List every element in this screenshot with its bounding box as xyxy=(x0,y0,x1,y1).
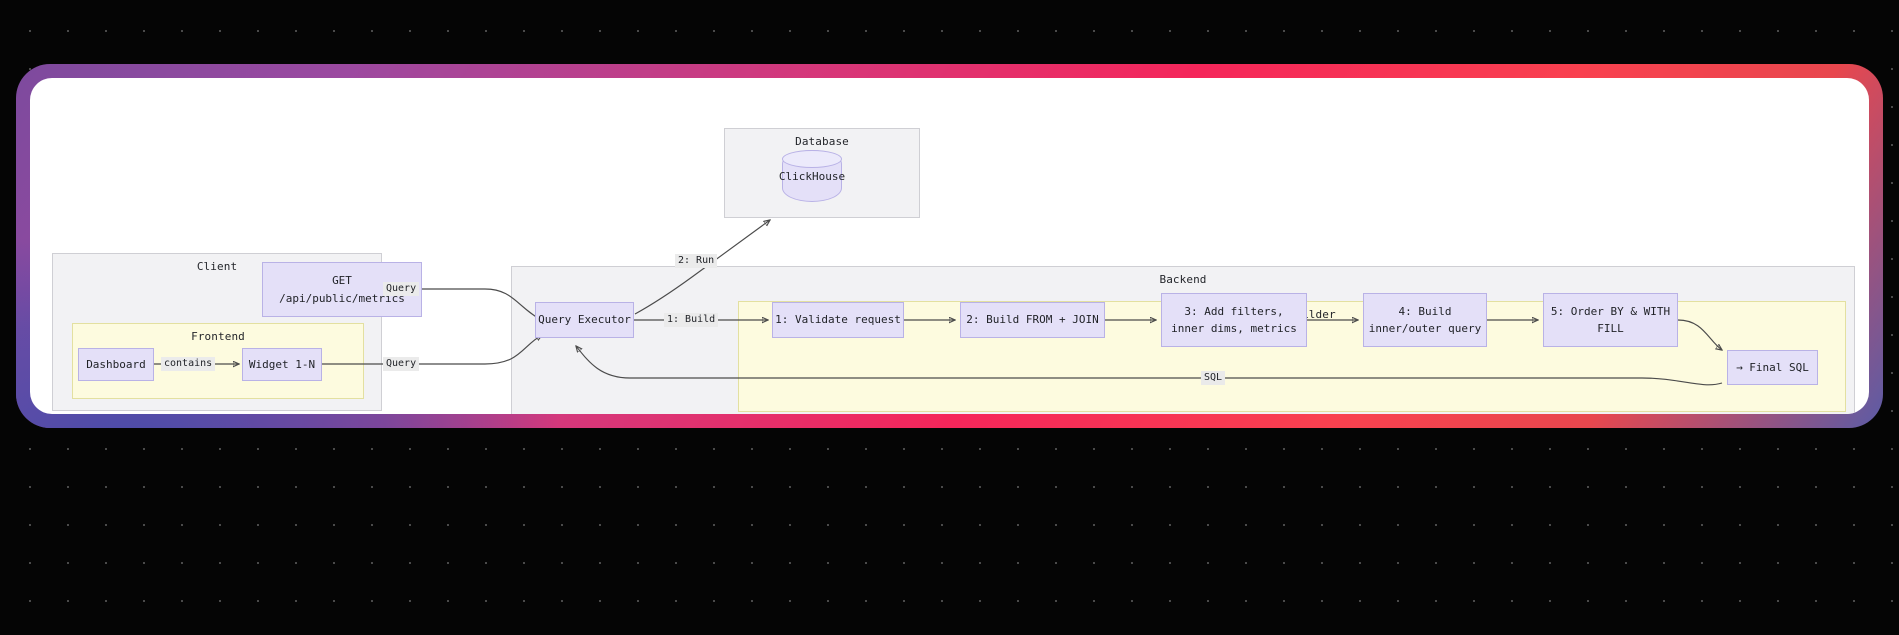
group-frontend-title: Frontend xyxy=(191,330,245,343)
node-dashboard[interactable]: Dashboard xyxy=(78,348,154,381)
group-database-title: Database xyxy=(795,135,849,148)
group-backend-title: Backend xyxy=(1159,273,1207,286)
edge-label-contains: contains xyxy=(161,357,216,371)
node-final-sql[interactable]: → Final SQL xyxy=(1727,350,1818,385)
node-step-5-line2: FILL xyxy=(1597,322,1624,335)
gradient-frame: Client Frontend Database Backend Query B… xyxy=(16,64,1883,428)
edge-label-run-text: 2: Run xyxy=(678,255,715,266)
node-clickhouse[interactable]: ClickHouse xyxy=(778,150,846,202)
node-clickhouse-label: ClickHouse xyxy=(778,169,846,183)
node-step-2-line1: 2: Build FROM + JOIN xyxy=(966,313,1099,327)
node-final-sql-label: → Final SQL xyxy=(1736,360,1809,374)
edge-label-run: 2: Run xyxy=(675,254,718,268)
edge-label-build: 1: Build xyxy=(664,313,719,327)
node-step-3[interactable]: 3: Add filters, inner dims, metrics xyxy=(1161,293,1307,347)
cylinder-top-cap xyxy=(782,150,842,168)
node-step-1[interactable]: 1: Validate request xyxy=(772,302,904,338)
node-step-5-line1: 5: Order BY & WITH xyxy=(1550,304,1671,318)
edge-label-query-bottom-text: Query xyxy=(386,358,417,369)
group-client-title: Client xyxy=(196,260,238,273)
node-get-metrics-line1: GET xyxy=(332,274,352,288)
node-get-metrics-line2: /api/public/metrics xyxy=(279,291,405,305)
edge-label-query-top: Query xyxy=(383,282,420,296)
edge-label-query-top-text: Query xyxy=(386,283,417,294)
node-step-5[interactable]: 5: Order BY & WITH FILL xyxy=(1543,293,1678,347)
node-step-4[interactable]: 4: Build inner/outer query xyxy=(1363,293,1487,347)
node-query-executor-label: Query Executor xyxy=(538,313,631,327)
node-query-executor[interactable]: Query Executor xyxy=(535,302,634,338)
diagram-canvas: Client Frontend Database Backend Query B… xyxy=(30,78,1869,414)
edge-label-sql-text: SQL xyxy=(1204,372,1223,383)
node-step-2[interactable]: 2: Build FROM + JOIN xyxy=(960,302,1105,338)
node-step-3-line1: 3: Add filters, xyxy=(1184,304,1284,318)
edge-label-query-bottom: Query xyxy=(383,357,420,371)
node-step-1-line1: 1: Validate request xyxy=(775,313,901,327)
node-widget-label: Widget 1-N xyxy=(248,357,316,371)
node-dashboard-label: Dashboard xyxy=(86,357,146,371)
edge-label-contains-text: contains xyxy=(164,358,213,369)
edge-label-build-text: 1: Build xyxy=(667,314,716,325)
node-step-4-line1: 4: Build xyxy=(1398,304,1452,318)
node-widget[interactable]: Widget 1-N xyxy=(242,348,322,381)
node-step-4-line2: inner/outer query xyxy=(1368,322,1482,335)
edge-label-sql: SQL xyxy=(1201,371,1226,385)
node-step-3-line2: inner dims, metrics xyxy=(1171,322,1297,335)
